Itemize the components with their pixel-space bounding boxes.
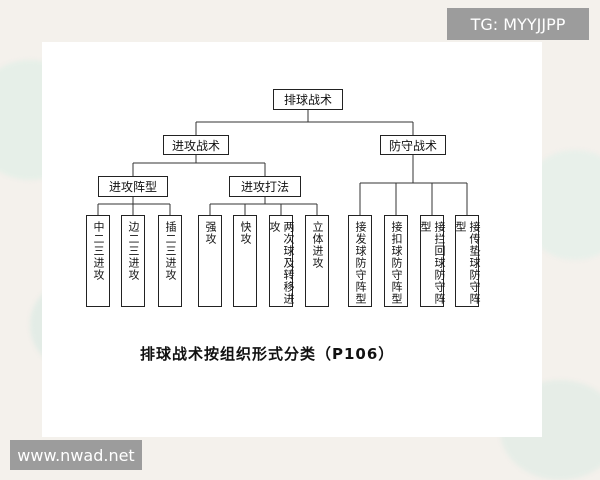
formation-item: 中二三进攻 <box>86 215 110 307</box>
diagram-caption: 排球战术按组织形式分类（P106） <box>140 345 395 363</box>
defense-item: 接发球防守阵型 <box>348 215 372 307</box>
defense-item: 接传垫球防守阵型 <box>454 215 481 307</box>
method-item: 强攻 <box>198 215 222 307</box>
offense-tactics-node: 进攻战术 <box>163 135 229 155</box>
defense-item: 接拦回球防守阵型 <box>419 215 446 307</box>
offense-method-node: 进攻打法 <box>229 176 301 197</box>
method-item: 两次球及转移进攻 <box>268 215 295 307</box>
method-item: 立体进攻 <box>305 215 329 307</box>
formation-item: 边二三进攻 <box>121 215 145 307</box>
watermark-top-right: TG: MYYJJPP <box>447 8 589 40</box>
defense-tactics-node: 防守战术 <box>380 135 446 155</box>
offense-formation-node: 进攻阵型 <box>98 176 168 197</box>
defense-item: 接扣球防守阵型 <box>384 215 408 307</box>
watermark-bottom-left: www.nwad.net <box>10 440 142 470</box>
method-item: 快攻 <box>233 215 257 307</box>
root-node: 排球战术 <box>273 89 343 110</box>
formation-item: 插二三进攻 <box>158 215 182 307</box>
